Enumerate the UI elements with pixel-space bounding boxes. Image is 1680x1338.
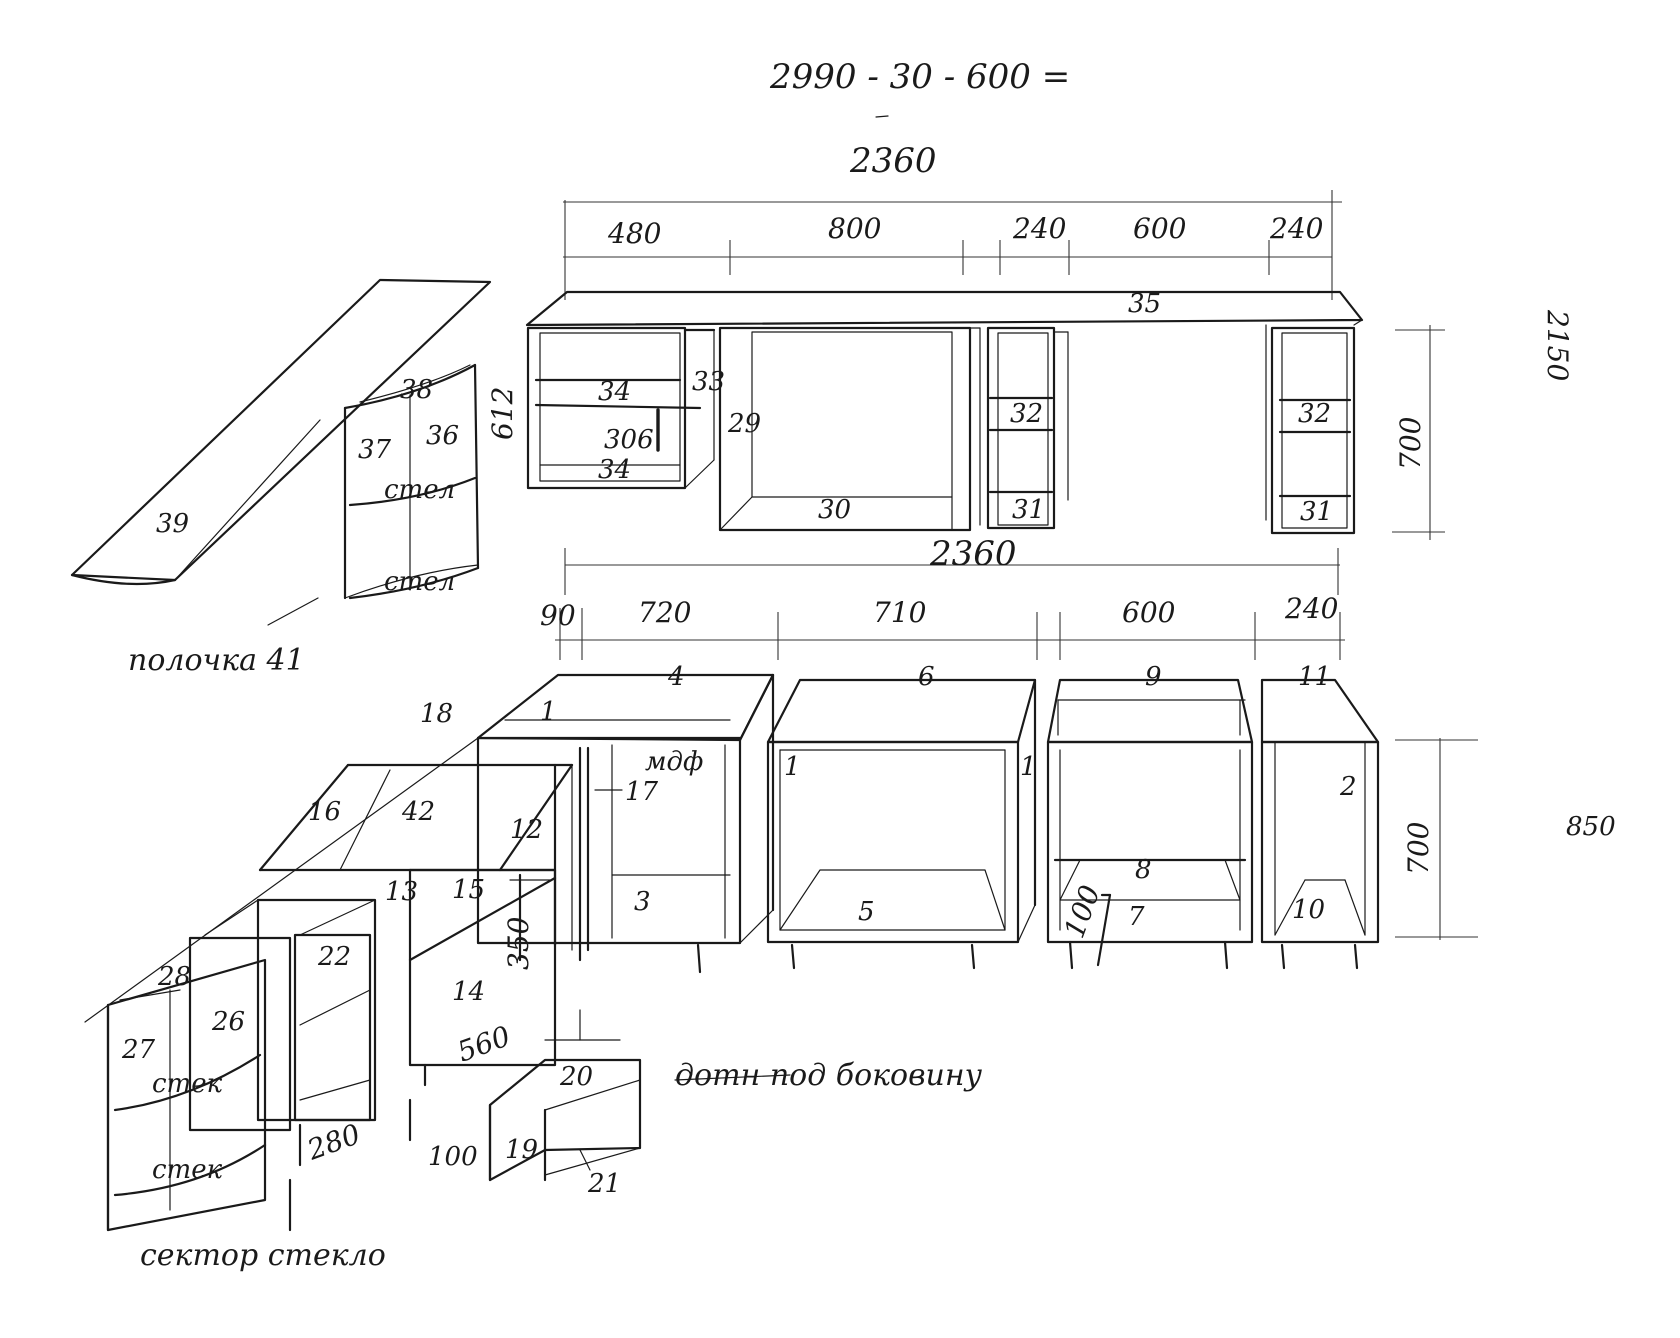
upper-cabinets: [525, 290, 1364, 535]
dim-280: 280: [302, 1117, 364, 1167]
lower-label-16: 16: [308, 797, 341, 827]
lower-label-42: 42: [401, 797, 435, 827]
bottom-panel-note: дотн под боковину: [675, 1058, 983, 1093]
corner-width-612: 612: [486, 387, 519, 440]
lower-height-dimension: [1395, 738, 1478, 940]
lower-label-1-c: 1: [1020, 752, 1037, 782]
upper-height-dimension: [1392, 325, 1445, 540]
side-note-850: 850: [1566, 812, 1616, 842]
upper-label-34-bottom: 34: [598, 455, 631, 485]
lower-label-22: 22: [317, 942, 351, 972]
lower-label-13: 13: [385, 877, 418, 907]
sector-glass-note: сектор стекло: [140, 1238, 386, 1273]
upper-seg-800: 800: [828, 212, 881, 245]
upper-label-35: 35: [1128, 289, 1161, 319]
lower-label-7: 7: [1128, 902, 1145, 932]
plinth-label-21: 21: [587, 1169, 621, 1199]
lower-label-14: 14: [452, 977, 485, 1007]
lower-label-mdf: мдф: [645, 747, 703, 777]
lower-seg-720: 720: [638, 596, 691, 629]
lower-label-15: 15: [452, 875, 485, 905]
header-formula: 2990 - 30 - 600 =: [769, 57, 1070, 97]
corner-label-38: 38: [400, 375, 433, 405]
lower-seg-710: 710: [873, 596, 926, 629]
upper-label-32-a: 32: [1010, 399, 1043, 429]
upper-seg-240-a: 240: [1012, 212, 1066, 245]
corner-label-36: 36: [426, 421, 459, 451]
upper-label-31-b: 31: [1300, 497, 1333, 527]
upper-dimension-chain: [563, 190, 1342, 300]
lower-label-28: 28: [157, 962, 191, 992]
lower-label-1-b: 1: [784, 752, 801, 782]
lower-label-1-a: 1: [540, 697, 557, 727]
lower-label-2: 2: [1339, 772, 1357, 802]
corner-label-37: 37: [358, 435, 392, 465]
lower-label-11: 11: [1298, 662, 1331, 692]
corner-label-glass-shelf-2: стел: [384, 567, 455, 597]
lower-height-700: 700: [1402, 822, 1435, 875]
corner-shelf-note: полочка 41: [128, 643, 305, 678]
lower-label-17: 17: [625, 777, 659, 807]
dim-350: 350: [502, 917, 535, 970]
upper-label-306: 306: [604, 425, 654, 455]
lower-label-3: 3: [634, 887, 651, 917]
wall-height-2150: 2150: [1541, 309, 1574, 381]
upper-height-700: 700: [1394, 417, 1427, 470]
corner-label-glass-shelf-1: стел: [384, 475, 455, 505]
upper-seg-240-b: 240: [1269, 212, 1323, 245]
upper-label-34-top: 34: [598, 377, 631, 407]
lower-label-6: 6: [918, 662, 935, 692]
upper-seg-480: 480: [607, 217, 661, 250]
upper-label-30: 30: [818, 495, 851, 525]
upper-total-dimension: 2360: [849, 141, 937, 181]
lower-corner-run: [84, 737, 642, 1232]
lower-label-10: 10: [1292, 895, 1325, 925]
upper-label-32-b: 32: [1298, 399, 1331, 429]
upper-seg-600: 600: [1133, 212, 1186, 245]
plinth-label-19: 19: [505, 1135, 538, 1165]
lower-label-glass-2: стек: [152, 1155, 223, 1185]
lower-label-9: 9: [1145, 662, 1162, 692]
lower-label-12: 12: [510, 815, 543, 845]
lower-seg-600: 600: [1122, 596, 1175, 629]
lower-label-4: 4: [667, 662, 685, 692]
upper-label-31-a: 31: [1012, 495, 1045, 525]
lower-total-2360: 2360: [929, 534, 1017, 574]
dim-560: 560: [453, 1019, 515, 1068]
lower-cabinets: [476, 673, 1380, 974]
lower-seg-90: 90: [540, 599, 576, 632]
lower-label-26: 26: [211, 1007, 245, 1037]
upper-label-33: 33: [692, 367, 725, 397]
dim-100-b: 100: [428, 1142, 478, 1172]
corner-upper-unit: [70, 278, 492, 600]
lower-label-27: 27: [121, 1035, 156, 1065]
lower-dimension-chain: [555, 548, 1345, 660]
upper-label-29: 29: [727, 409, 761, 439]
corner-label-39: 39: [156, 509, 189, 539]
lower-label-8: 8: [1135, 855, 1152, 885]
lower-label-glass-1: стек: [152, 1069, 223, 1099]
plinth-label-20: 20: [559, 1062, 593, 1092]
lower-label-5: 5: [858, 897, 875, 927]
lower-label-18: 18: [420, 699, 453, 729]
lower-seg-240: 240: [1284, 592, 1338, 625]
